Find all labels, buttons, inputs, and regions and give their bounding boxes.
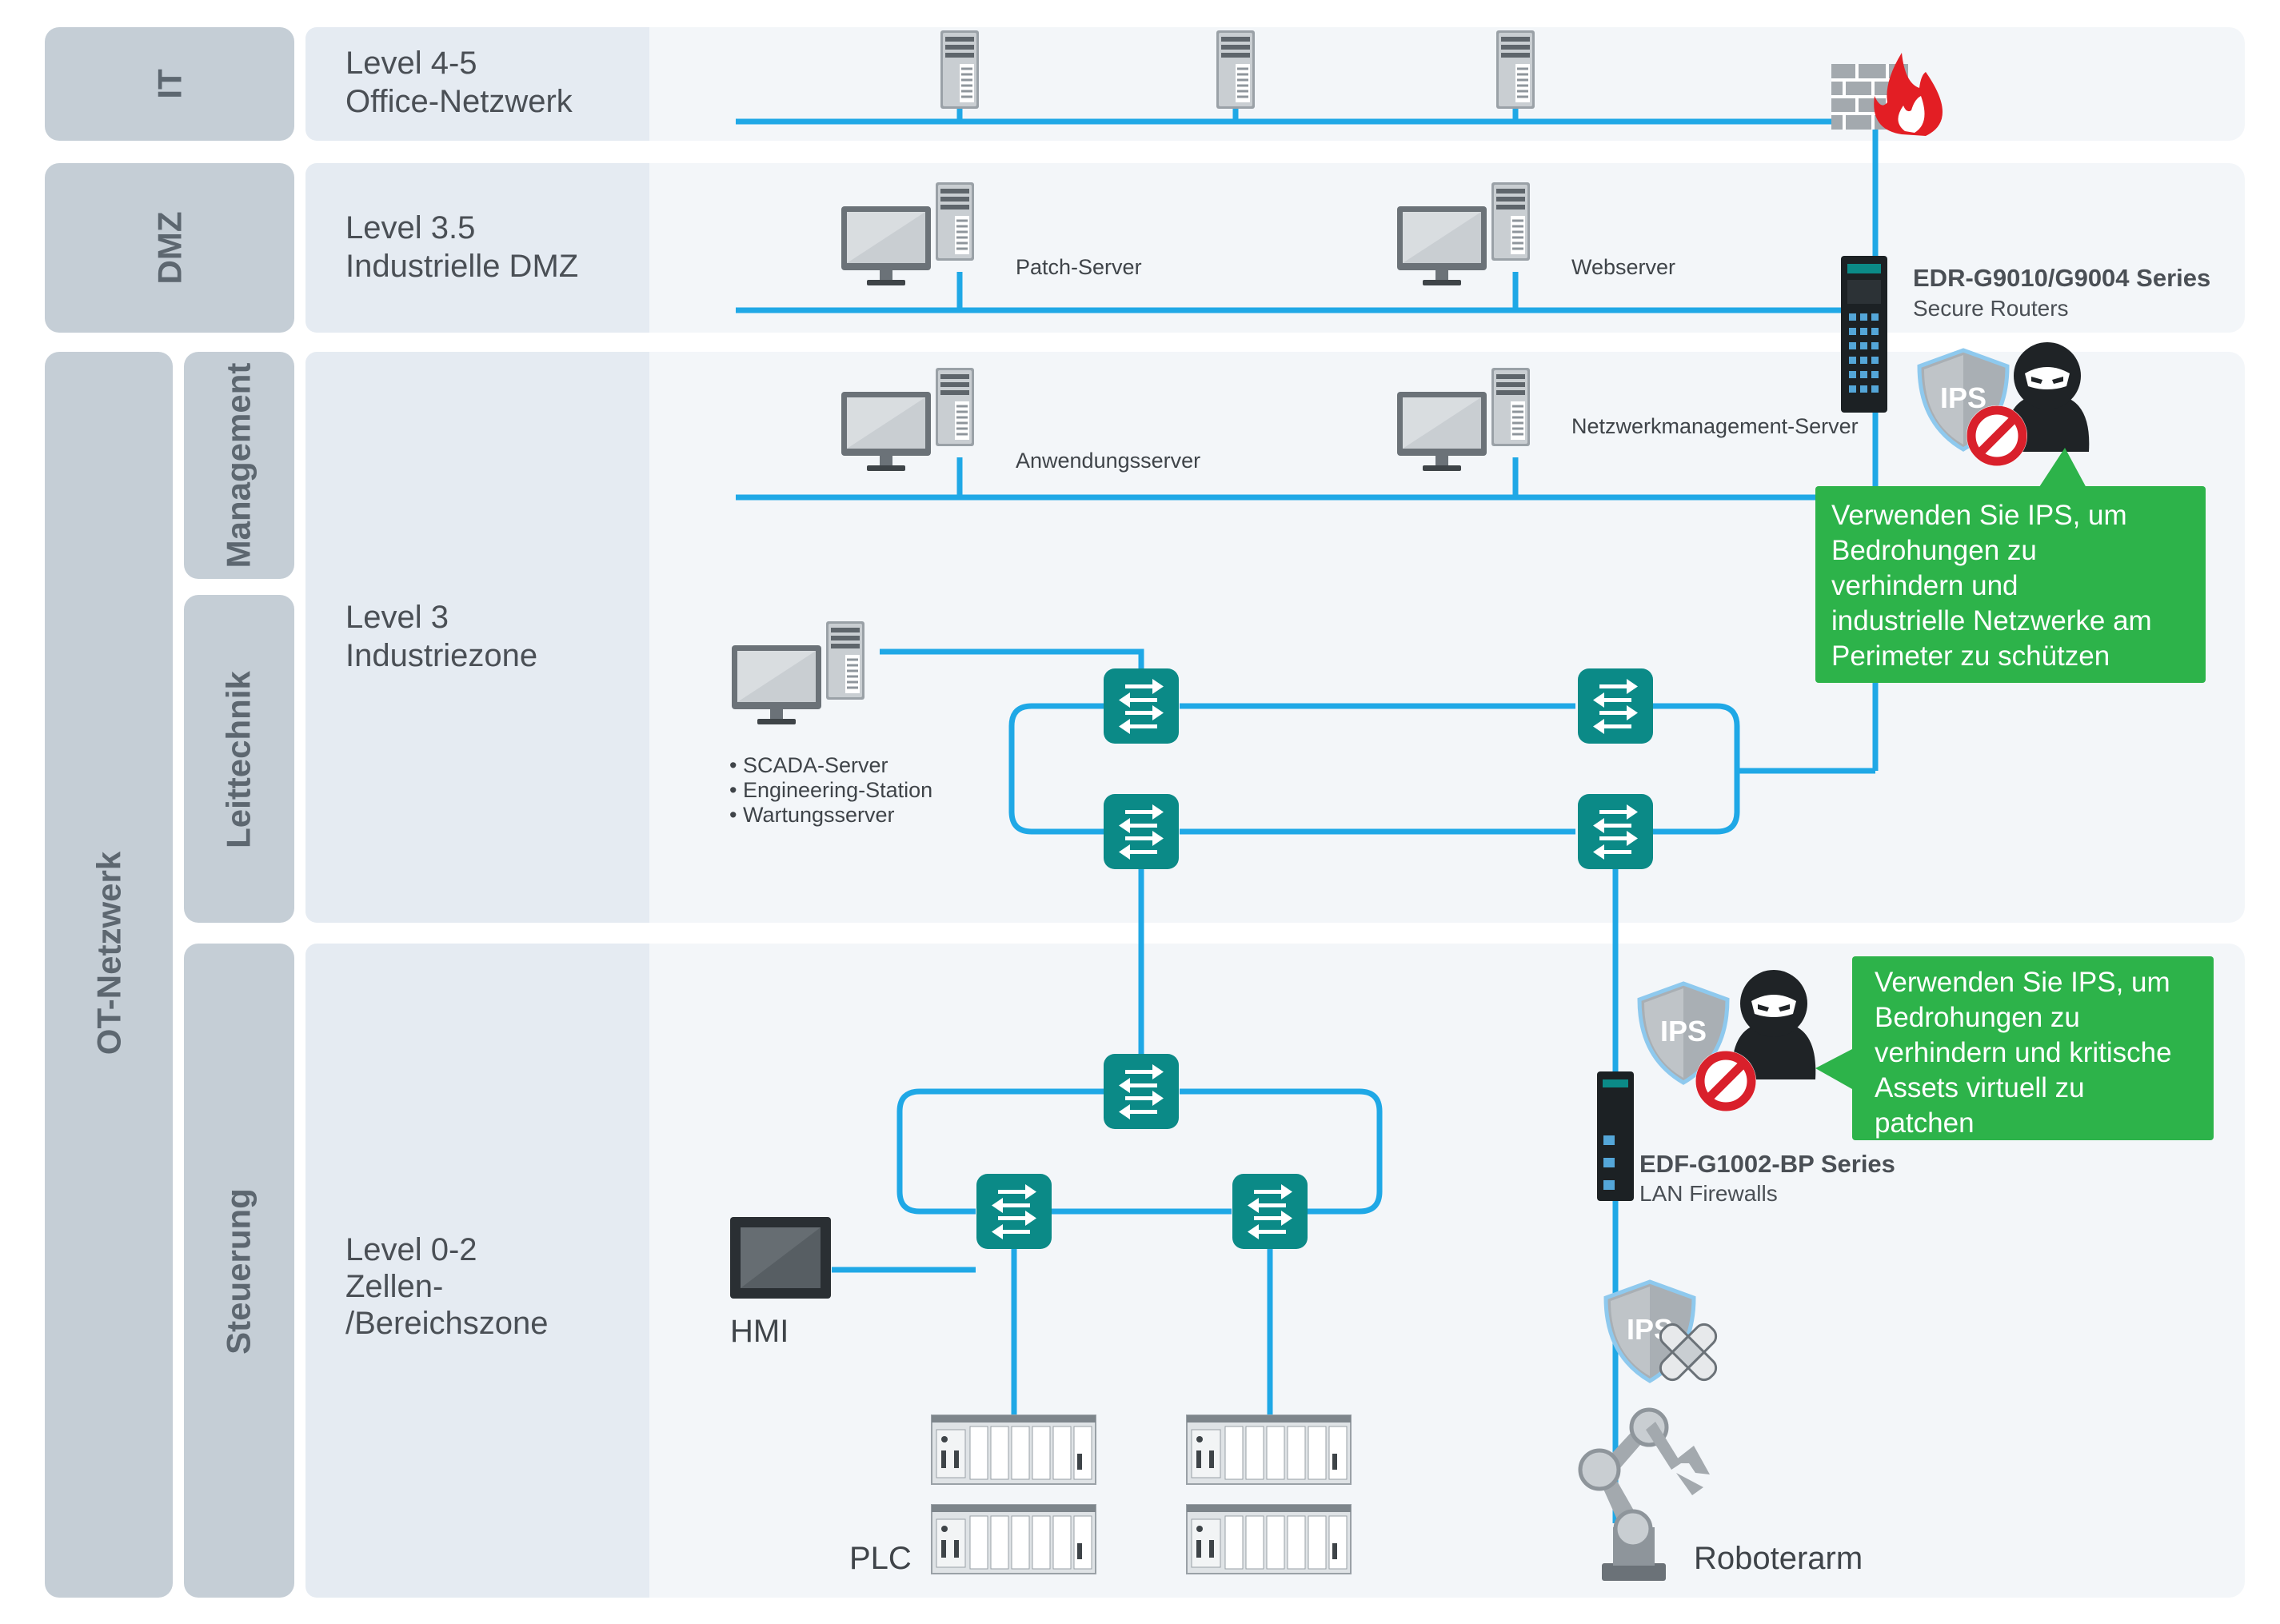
switch-icon	[1104, 668, 1179, 744]
office-server-3	[1495, 29, 1536, 110]
side-label-ot-network: OT-Netzwerk	[90, 851, 128, 1055]
zone-level35-title: Level 3.5	[345, 210, 475, 245]
zone-level02-line3: /Bereichszone	[345, 1306, 548, 1341]
side-tab-dmz: DMZ	[45, 163, 294, 333]
scada-list-item: • SCADA-Server	[729, 753, 888, 777]
firewall-icon	[1831, 53, 1943, 136]
scada-list-item: • Wartungsserver	[729, 803, 895, 827]
scada-list-item: • Engineering-Station	[729, 778, 932, 802]
side-tab-steuerung: Steuerung	[184, 944, 294, 1598]
plc-icon	[931, 1415, 1096, 1485]
scada-list: • SCADA-Server • Engineering-Station • W…	[729, 753, 932, 827]
plc-icon	[1186, 1415, 1352, 1485]
ips-shield-icon: IPS	[1919, 350, 2007, 449]
side-label-steuerung: Steuerung	[220, 1188, 258, 1355]
zone-level45-subtitle: Office-Netzwerk	[345, 84, 573, 119]
ips-callout-virtual-patching: Verwenden Sie IPS, um Bedrohungen zu ver…	[1815, 956, 2214, 1140]
callout-patching-line2: Bedrohungen zu	[1875, 1002, 2080, 1033]
callout-perimeter-line4: industrielle Netzwerke am	[1831, 605, 2152, 636]
ips-callout-perimeter: Verwenden Sie IPS, um Bedrohungen zu ver…	[1815, 448, 2206, 683]
edf-firewall-icon	[1597, 1071, 1634, 1201]
zone-level3-subtitle: Industriezone	[345, 638, 537, 673]
side-label-management: Management	[220, 363, 258, 569]
plc-icon	[1186, 1504, 1352, 1574]
side-tab-it: IT	[45, 27, 294, 141]
side-label-leittechnik: Leittechnik	[220, 671, 258, 848]
zone-level02-title: Level 0-2	[345, 1232, 477, 1267]
ips-virtual-patch-shield-icon: IPS	[1606, 1282, 1718, 1384]
webserver-label: Webserver	[1571, 255, 1675, 279]
zone-level3-title: Level 3	[345, 600, 449, 635]
zone-level35-subtitle: Industrielle DMZ	[345, 249, 578, 284]
callout-perimeter-line2: Bedrohungen zu	[1831, 535, 2037, 566]
application-server-label: Anwendungsserver	[1016, 449, 1200, 473]
switch-icon	[1578, 794, 1653, 869]
callout-patching-line1: Verwenden Sie IPS, um	[1875, 967, 2170, 998]
callout-perimeter-line3: verhindern und	[1831, 570, 2018, 601]
switch-icon	[1104, 1054, 1179, 1129]
callout-perimeter-line5: Perimeter zu schützen	[1831, 640, 2110, 672]
side-label-it: IT	[151, 69, 189, 99]
office-server-2	[1215, 29, 1256, 110]
blocked-icon	[1695, 1051, 1756, 1111]
hmi-label: HMI	[730, 1314, 789, 1349]
side-tab-leittechnik: Leittechnik	[184, 595, 294, 923]
edr-title: EDR-G9010/G9004 Series	[1913, 264, 2210, 292]
side-tab-ot-network: OT-Netzwerk	[45, 352, 173, 1598]
side-tab-management: Management	[184, 352, 294, 579]
plc-label: PLC	[849, 1541, 912, 1576]
office-server-1	[939, 29, 980, 110]
edr-router-icon	[1841, 256, 1887, 413]
zone-level45-title: Level 4-5	[345, 46, 477, 81]
hmi-icon	[730, 1217, 831, 1299]
callout-patching-line4: Assets virtuell zu	[1875, 1072, 2085, 1103]
zone-level02: Level 0-2 Zellen- /Bereichszone	[305, 944, 2245, 1598]
switch-icon	[1104, 794, 1179, 869]
switch-icon	[1578, 668, 1653, 744]
zone-level45: Level 4-5 Office-Netzwerk	[305, 27, 2245, 141]
zone-level35: Level 3.5 Industrielle DMZ	[305, 163, 2245, 333]
switch-icon	[1232, 1174, 1308, 1249]
ips-shield-icon: IPS	[1639, 984, 1727, 1083]
robot-arm-icon	[1578, 1407, 1710, 1581]
robot-arm-label: Roboterarm	[1694, 1541, 1863, 1576]
side-label-dmz: DMZ	[151, 212, 189, 285]
edr-subtitle: Secure Routers	[1913, 296, 2069, 321]
patch-server-label: Patch-Server	[1016, 255, 1142, 279]
switch-icon	[976, 1174, 1052, 1249]
callout-patching-line3: verhindern und kritische	[1875, 1037, 2172, 1068]
zone-level02-line2: Zellen-	[345, 1269, 443, 1304]
svg-text:IPS: IPS	[1660, 1015, 1707, 1047]
blocked-icon	[1967, 405, 2027, 466]
edf-subtitle: LAN Firewalls	[1639, 1181, 1778, 1206]
callout-patching-line5: patchen	[1875, 1107, 1975, 1139]
netmgmt-server-label: Netzwerkmanagement-Server	[1571, 414, 1859, 438]
plc-icon	[931, 1504, 1096, 1574]
callout-perimeter-line1: Verwenden Sie IPS, um	[1831, 500, 2127, 531]
edf-title: EDF-G1002-BP Series	[1639, 1150, 1895, 1178]
svg-text:IPS: IPS	[1940, 381, 1987, 414]
